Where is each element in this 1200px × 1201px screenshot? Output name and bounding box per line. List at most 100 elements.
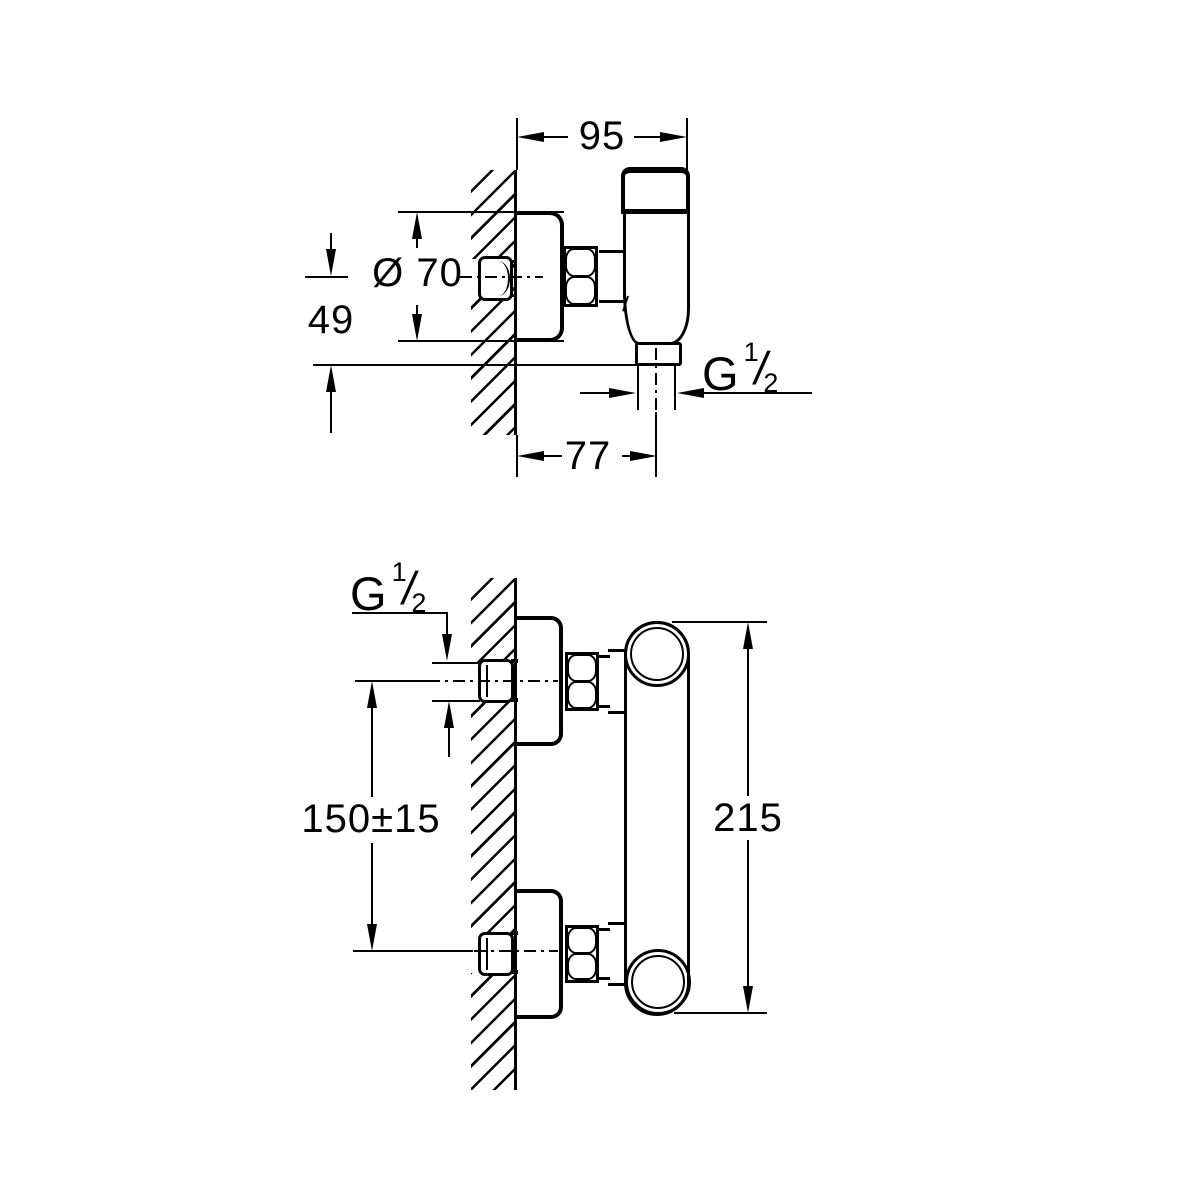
thread-numerator: 1 [743, 337, 759, 367]
extension-line-49-top [305, 276, 348, 278]
pivot-circle-top-outer [624, 621, 690, 687]
hex-nut-side-facet-top [565, 248, 596, 277]
inlet-union-side [478, 256, 513, 301]
inlet-stub-front-bottom-b [511, 970, 518, 974]
dimension-line-49-b [330, 392, 332, 433]
wall-hatch-side-view [471, 170, 514, 435]
outlet-collar [635, 342, 682, 366]
wall-opening-side [471, 259, 480, 298]
connector-front-top-inner [599, 655, 610, 708]
pivot-circle-bottom-outer [625, 949, 691, 1015]
inlet-stub-front-bottom-a [511, 931, 518, 935]
wall-rosette-front-bottom [517, 889, 563, 1019]
inlet-union-front-bottom [478, 932, 514, 976]
arrow-49-down [326, 249, 336, 276]
dimension-77-label: 77 [564, 434, 612, 478]
hex-nut-side-facet-bottom [565, 276, 596, 305]
dimension-150-label: 150±15 [301, 797, 441, 841]
arrow-dia70-down [412, 314, 422, 341]
dimension-line-215-b [747, 840, 749, 986]
dimension-line-150-b [371, 843, 373, 924]
centerline-inlet-front-top [428, 680, 558, 682]
extension-line-150-bottom [353, 950, 473, 952]
dimension-line-95-a [544, 136, 568, 138]
dimension-215-label: 215 [713, 796, 783, 840]
arrow-215-down [743, 986, 753, 1013]
wall-opening-front-bottom [471, 936, 480, 973]
thread-letter: G [702, 347, 739, 400]
dimension-line-215-a [747, 649, 749, 796]
outlet-pipe-right-edge [674, 366, 676, 410]
arrow-49-up [326, 365, 336, 392]
dimension-line-dia70-b [416, 305, 418, 314]
extension-line-49-bottom [313, 364, 637, 366]
arrow-95-left [517, 132, 544, 142]
leader-line-ghalf-front-v [446, 612, 448, 634]
inlet-stub-front-top-a [511, 659, 518, 663]
connector-side [599, 250, 625, 303]
dimension-dia70-label: Ø 70 [372, 251, 463, 295]
centerline-inlet-side [460, 276, 543, 278]
connector-front-bottom-inner [599, 928, 610, 980]
thread-denominator: 2 [763, 368, 779, 398]
inlet-pipe-stub-side-top [511, 260, 517, 263]
thread-letter: G [350, 567, 387, 620]
extension-line-77-right [655, 412, 657, 477]
extension-line-dia70-bottom [398, 340, 564, 342]
thread-denominator: 2 [411, 588, 427, 618]
wall-line-front-view [514, 578, 517, 1090]
pivot-circle-top-inner [630, 627, 684, 681]
extension-line-95-right [686, 118, 688, 172]
inlet-union-side-seat-arc [497, 261, 510, 296]
dimension-line-77-a [544, 455, 562, 457]
connector-front-bottom-outer [608, 922, 625, 986]
hex-nut-front-bottom-facet-a [567, 927, 597, 954]
extension-line-150-top [355, 680, 428, 682]
outlet-pipe-left-edge [637, 366, 639, 410]
dimension-line-dia70-a [416, 239, 418, 248]
leader-line-ghalf-front-tail [448, 728, 450, 757]
dimension-49-label: 49 [307, 298, 355, 342]
extension-line-inlet-bottom-edge [432, 700, 480, 702]
wall-opening-front-top [471, 664, 480, 701]
hex-nut-front-top-facet-b [567, 681, 597, 709]
centerline-outlet-side [655, 348, 657, 414]
dimension-95-label: 95 [578, 114, 626, 158]
valve-body-side [623, 210, 690, 345]
connector-front-top-outer [608, 649, 625, 714]
dimension-line-77-b [622, 455, 631, 457]
hex-nut-front-bottom-facet-b [567, 953, 597, 980]
arrow-150-down [367, 924, 377, 951]
dimension-line-150-a [371, 708, 373, 797]
arrow-ghalf-front-up [444, 701, 454, 728]
leader-line-ghalf-side-b [704, 392, 812, 394]
arrow-77-right [630, 451, 657, 461]
dimension-line-95-b [634, 136, 660, 138]
wall-line-side-view [514, 170, 517, 435]
arrow-ghalf-side-left [609, 388, 636, 398]
wall-hatch-front-view [471, 578, 514, 1090]
hex-nut-front-top-facet-a [567, 654, 597, 682]
thread-ghalf-label-side: G 1 / 2 [702, 339, 779, 400]
arrow-77-left [517, 451, 544, 461]
centerline-inlet-front-bottom [474, 950, 558, 952]
valve-head-cap [621, 167, 690, 214]
dimension-line-49-a [330, 233, 332, 250]
thread-ghalf-label-front: G 1 / 2 [350, 559, 427, 620]
inlet-union-front-bottom-chamfer [486, 938, 488, 970]
pivot-circle-bottom-inner [631, 955, 685, 1009]
arrow-dia70-up [412, 212, 422, 239]
arrow-150-up [367, 681, 377, 708]
arrow-ghalf-front-down [442, 634, 452, 661]
inlet-stub-front-top-b [511, 698, 518, 702]
inlet-pipe-stub-side-bottom [511, 294, 517, 297]
extension-line-215-top [672, 621, 767, 623]
arrow-ghalf-side-right [677, 388, 704, 398]
leader-line-ghalf-front-h [352, 612, 448, 614]
extension-line-95-left [516, 118, 518, 170]
extension-line-dia70-top [398, 211, 564, 213]
arrow-95-right [660, 132, 687, 142]
leader-line-ghalf-side-a [580, 392, 609, 394]
extension-line-inlet-top-edge [432, 662, 480, 664]
